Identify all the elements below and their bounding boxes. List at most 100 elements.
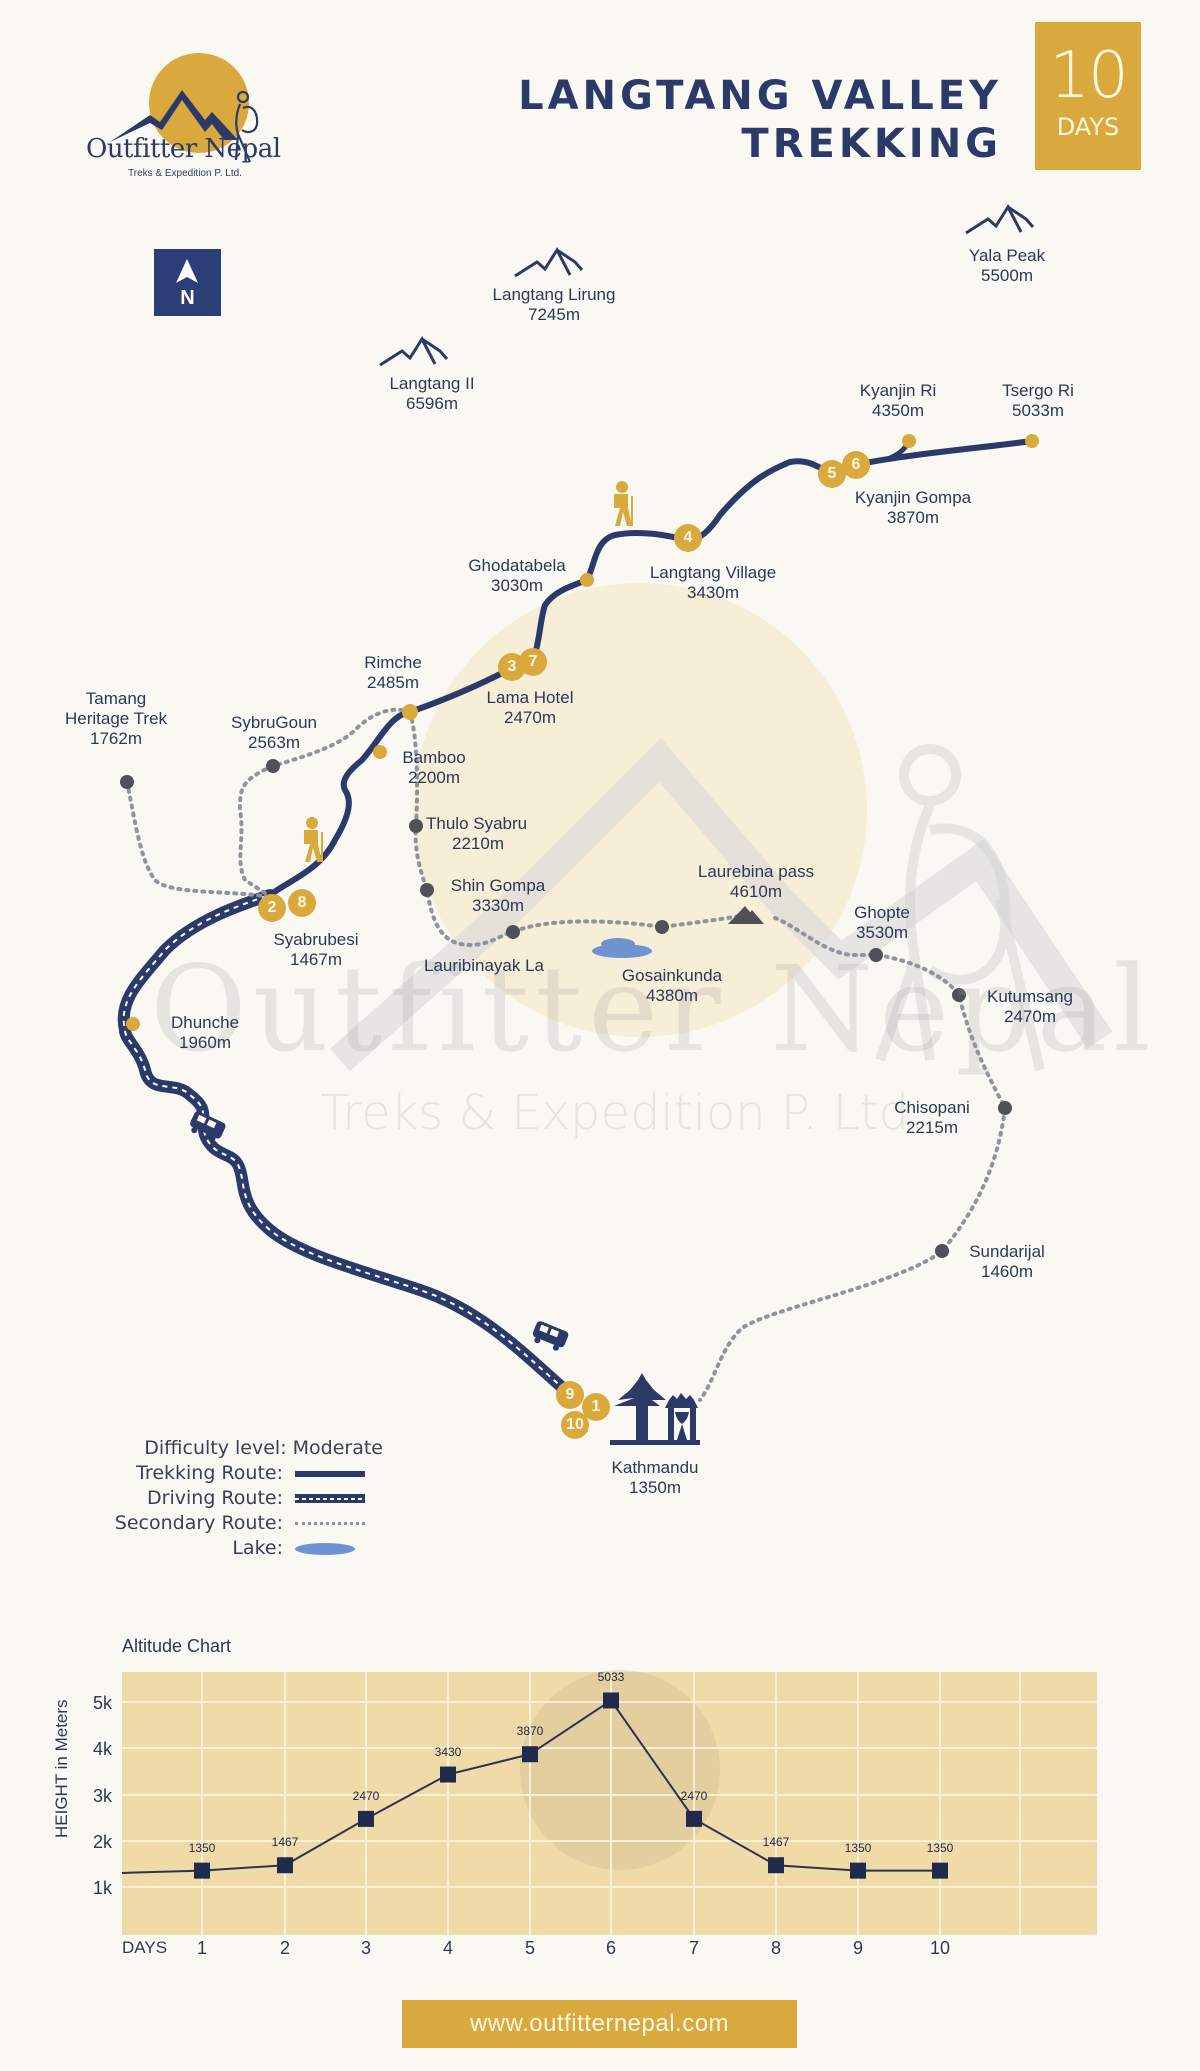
chart-x-axis-title: DAYS — [122, 1938, 168, 1957]
north-compass: N — [154, 249, 221, 316]
legend-difficulty: Difficulty level: Moderate — [144, 1437, 383, 1459]
x-tick: 6 — [605, 1938, 617, 1958]
day-marker-5: 5 — [827, 465, 837, 482]
point-label: 3870 — [516, 1724, 544, 1739]
day-marker-3: 3 — [507, 658, 517, 675]
day-marker-1: 1 — [591, 1398, 601, 1415]
map-legend: Difficulty level: Moderate Trekking Rout… — [60, 1436, 383, 1561]
logo-subtitle: Treks & Expedition P. Ltd. — [128, 168, 242, 179]
x-tick: 9 — [852, 1938, 864, 1958]
point-label: 5033 — [597, 1670, 625, 1685]
x-tick: 2 — [279, 1938, 291, 1958]
peak-icons — [379, 203, 1035, 367]
trekking-route — [267, 438, 1035, 898]
y-tick-5k: 5k — [92, 1693, 112, 1713]
day-marker-6: 6 — [851, 456, 861, 473]
watermark-mountains — [330, 737, 1113, 1072]
altitude-marker — [522, 1746, 538, 1763]
altitude-marker — [603, 1692, 619, 1709]
day-marker-2: 2 — [267, 899, 277, 916]
bus-icons — [190, 1111, 569, 1351]
duration-number: 10 — [1049, 39, 1128, 113]
legend-trekking-swatch — [295, 1470, 365, 1477]
altitude-marker — [768, 1857, 784, 1874]
point-label: 2470 — [680, 1788, 708, 1803]
page-title-line2: TREKKING — [741, 121, 1002, 167]
hiker-icons — [304, 481, 633, 862]
duration-badge: 10 DAYS — [1035, 22, 1141, 170]
x-tick: 10 — [929, 1938, 951, 1958]
point-label: 1467 — [762, 1835, 790, 1850]
altitude-marker — [277, 1857, 293, 1874]
point-label: 1350 — [844, 1840, 872, 1855]
laurebina-pass-icon — [728, 906, 764, 924]
x-tick: 8 — [770, 1938, 782, 1958]
place-lauribinayak-la: Lauribinayak La — [423, 956, 545, 975]
day-marker-7: 7 — [528, 653, 538, 670]
altitude-marker — [440, 1766, 456, 1783]
altitude-marker — [358, 1810, 374, 1827]
x-tick: 7 — [688, 1938, 700, 1958]
point-label: 2470 — [352, 1788, 380, 1803]
north-arrow-icon — [176, 259, 198, 283]
altitude-marker — [686, 1810, 702, 1827]
gold-waypoint-dots — [126, 434, 1039, 1031]
watermark-subtitle: Treks & Expedition P. Ltd. — [320, 1085, 925, 1141]
point-label: 1350 — [926, 1840, 954, 1855]
kathmandu-temple-icon — [610, 1373, 700, 1445]
day-marker-9: 9 — [565, 1386, 575, 1403]
day-marker-10: 10 — [566, 1416, 584, 1433]
duration-unit: DAYS — [1056, 113, 1120, 141]
driving-route-dashes — [122, 894, 566, 1391]
website-link[interactable]: www.outfitternepal.com — [402, 2000, 797, 2048]
lake-gosainkunda — [592, 938, 652, 958]
point-label: 1467 — [271, 1835, 299, 1850]
altitude-marker — [194, 1862, 210, 1879]
waypoint-dots — [120, 759, 1012, 1258]
logo-brand: Outfitter Nepal — [86, 134, 281, 164]
logo-graphic — [110, 53, 259, 163]
y-tick-3k: 3k — [92, 1786, 112, 1806]
legend-secondary-swatch — [295, 1522, 365, 1525]
altitude-marker — [850, 1862, 866, 1879]
point-label: 1350 — [188, 1840, 216, 1855]
watermark-brand: Outfitter Nepal — [150, 940, 1157, 1078]
legend-lake: Lake: — [60, 1536, 365, 1561]
y-tick-4k: 4k — [92, 1739, 112, 1759]
altitude-markers — [194, 1692, 948, 1879]
legend-driving: Driving Route: — [60, 1486, 365, 1511]
page-title-line1: LANGTANG VALLEY — [518, 73, 1002, 119]
chart-watermark — [520, 1670, 720, 1870]
chart-y-axis-title: HEIGHT in Meters — [52, 1699, 71, 1838]
day-marker-8: 8 — [297, 894, 307, 911]
x-tick: 4 — [442, 1938, 454, 1958]
x-tick: 1 — [196, 1938, 208, 1958]
point-label: 3430 — [434, 1744, 462, 1759]
legend-trekking: Trekking Route: — [60, 1461, 365, 1486]
x-tick: 3 — [360, 1938, 372, 1958]
legend-driving-swatch — [295, 1494, 365, 1503]
day-circles — [258, 451, 870, 1439]
compass-label: N — [180, 287, 195, 309]
y-tick-2k: 2k — [92, 1832, 112, 1852]
legend-lake-swatch — [295, 1542, 355, 1555]
